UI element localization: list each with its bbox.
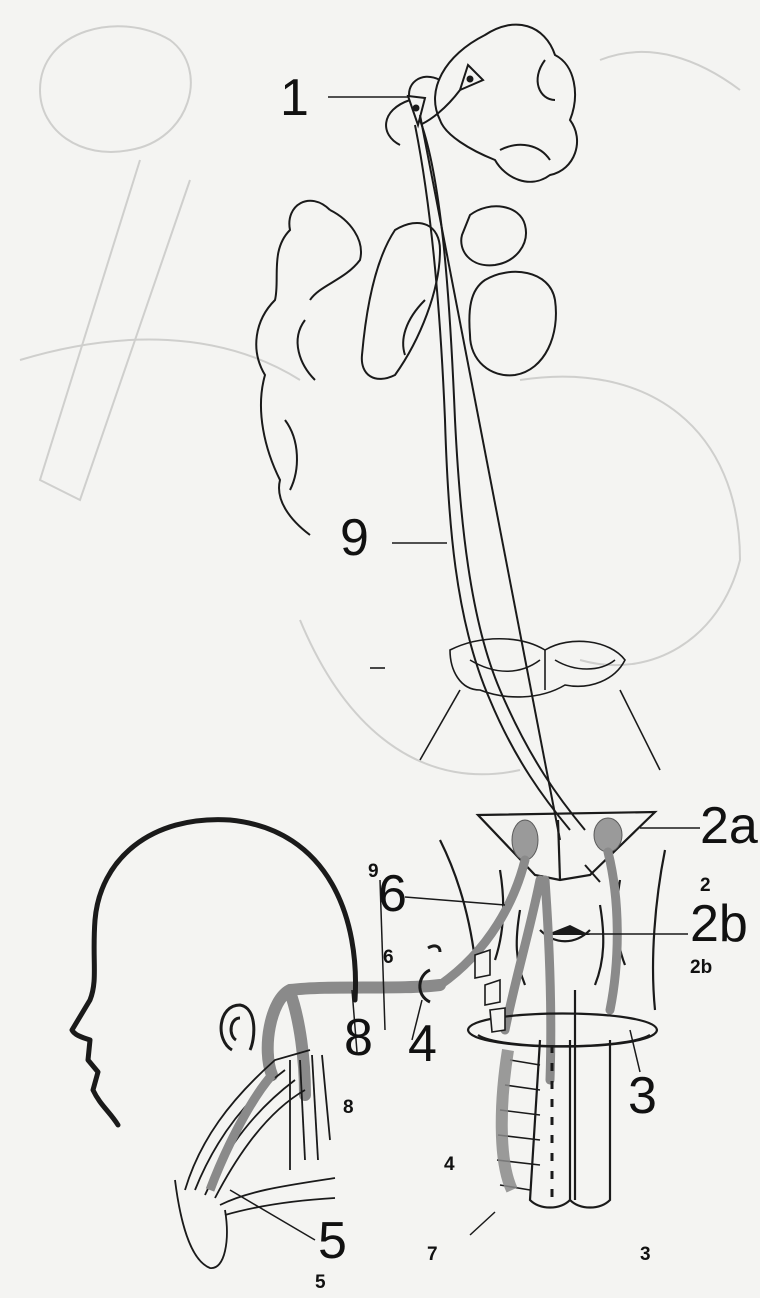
nucleus-2a-left <box>512 820 538 860</box>
right-nucleus-lower <box>469 272 556 376</box>
label-9-small: 9 <box>368 862 379 881</box>
upper-cortex-lobe <box>435 25 577 182</box>
tongue-and-muscles <box>175 1050 335 1268</box>
ear <box>221 1005 254 1050</box>
bleed-through-background <box>20 26 740 774</box>
label-8: 8 <box>344 1012 373 1064</box>
basal-ganglia <box>362 206 556 379</box>
label-1: 1 <box>280 72 309 124</box>
label-6: 6 <box>378 868 407 920</box>
label-3: 3 <box>628 1070 657 1122</box>
label-4-small: 4 <box>444 1155 455 1174</box>
corticobulbar-tract <box>415 90 585 840</box>
nucleus-2a-right <box>594 818 622 852</box>
label-6-small: 6 <box>383 948 394 967</box>
left-nucleus <box>362 223 440 379</box>
label-8-small: 8 <box>343 1098 354 1117</box>
medulla-rhomboid <box>478 812 655 880</box>
label-5: 5 <box>318 1215 347 1267</box>
right-nucleus-upper <box>461 206 526 265</box>
label-5-small: 5 <box>315 1273 326 1292</box>
label-9: 9 <box>340 512 369 564</box>
label-2-small: 2 <box>700 876 711 895</box>
label-2b: 2b <box>690 898 748 950</box>
label-2a: 2a <box>700 800 758 852</box>
cervical-plexus-band <box>502 1050 512 1190</box>
label-4: 4 <box>408 1018 437 1070</box>
label-7: 7 <box>427 1245 438 1264</box>
label-2b-small: 2b <box>690 958 712 977</box>
label-3-small: 3 <box>640 1245 651 1264</box>
